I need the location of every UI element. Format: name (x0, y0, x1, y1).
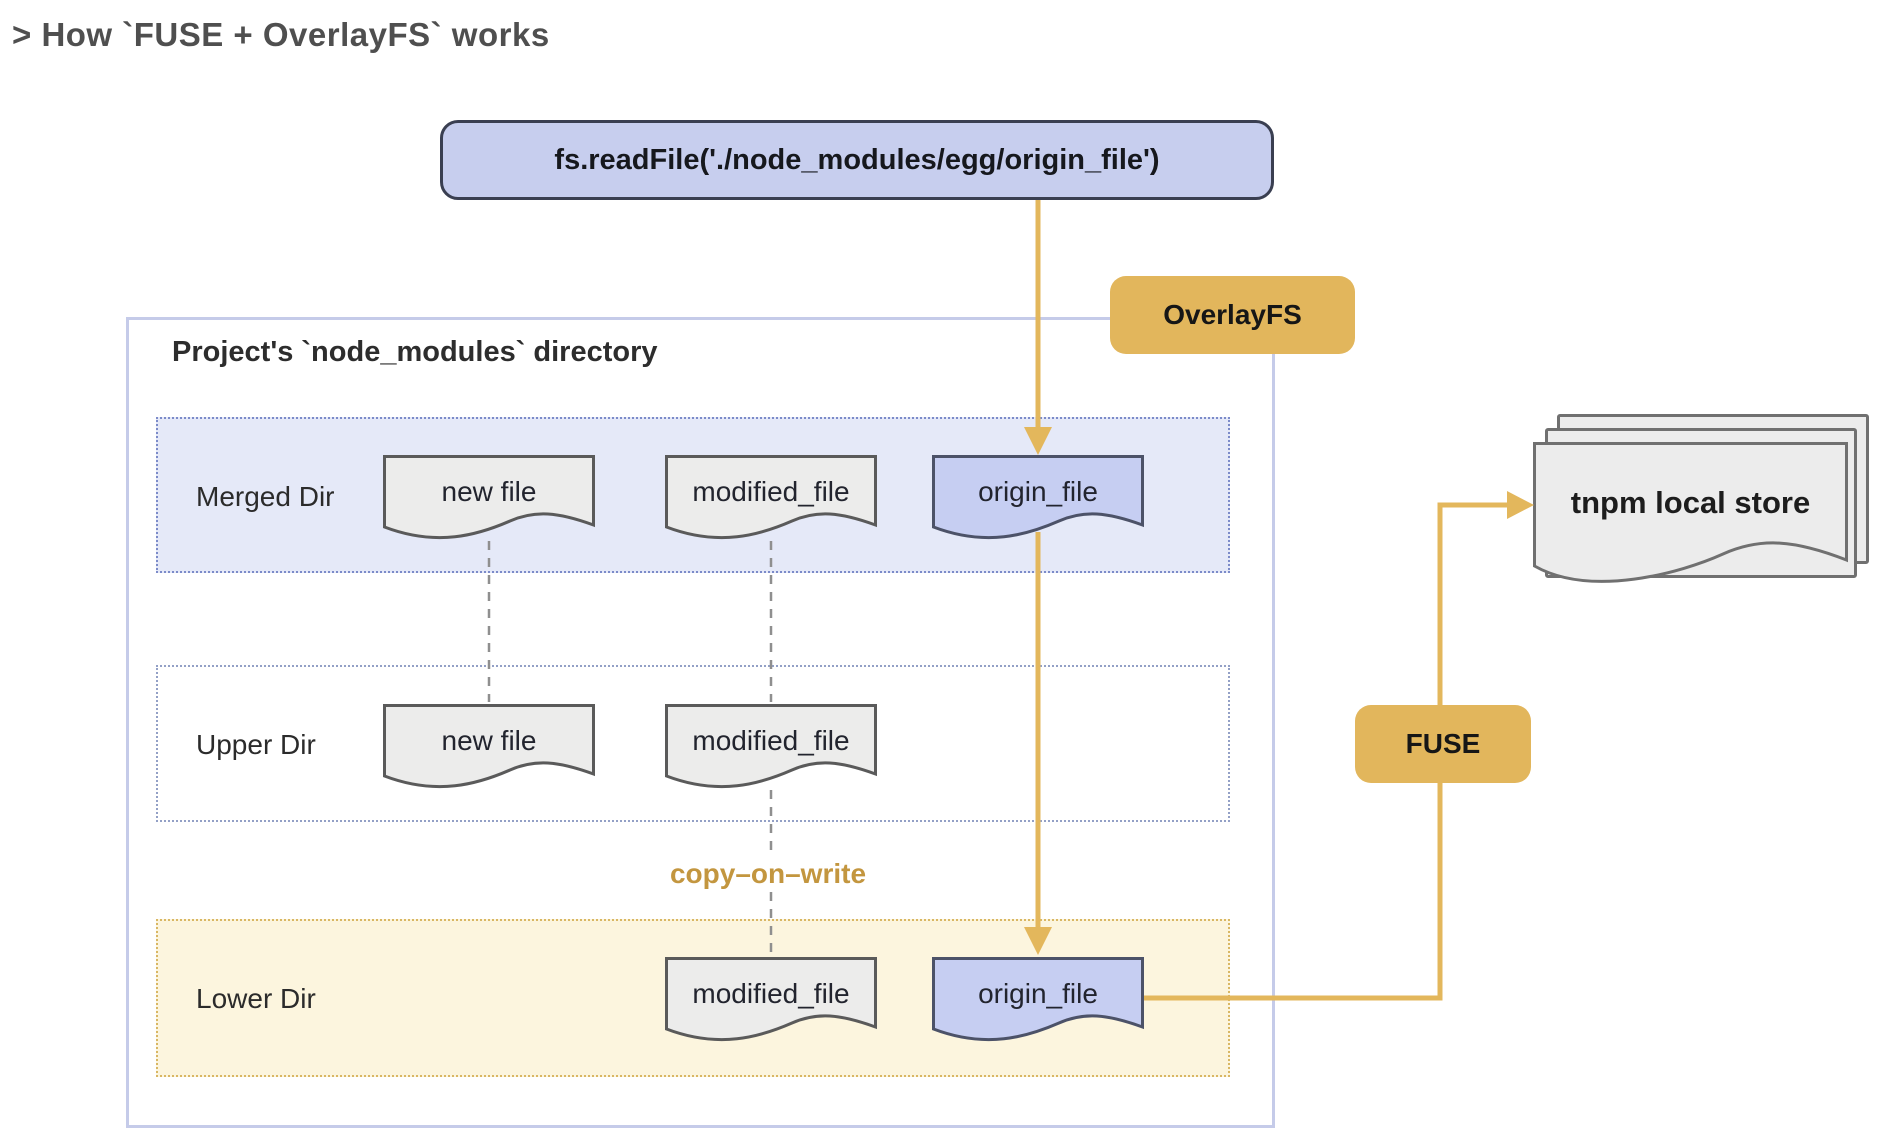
file-name: modified_file (692, 978, 850, 1009)
file-name: origin_file (978, 476, 1098, 507)
lower-origin-file: origin_file (932, 957, 1144, 1051)
tnpm-store-label: tnpm local store (1570, 485, 1811, 520)
merged-modified-file: modified_file (665, 455, 877, 549)
upper-modified-file: modified_file (665, 704, 877, 798)
document-icon (665, 957, 877, 1042)
merged-origin-file: origin_file (932, 455, 1144, 549)
store-arrowhead-icon (1507, 491, 1534, 519)
overlayfs-badge: OverlayFS (1110, 276, 1355, 354)
document-icon (665, 704, 877, 789)
lower-dir-label: Lower Dir (196, 983, 316, 1014)
file-name: origin_file (978, 978, 1098, 1009)
readfile-call-label: fs.readFile('./node_modules/egg/origin_f… (554, 143, 1160, 176)
file-name: modified_file (692, 476, 850, 507)
fuse-badge: FUSE (1355, 705, 1531, 783)
lower-modified-file: modified_file (665, 957, 877, 1051)
overlayfs-badge-label: OverlayFS (1163, 299, 1302, 330)
merged-dir-label: Merged Dir (196, 481, 335, 512)
upper-new-file: new file (383, 704, 595, 798)
store-front-page-icon (1533, 442, 1848, 604)
document-icon (932, 455, 1144, 540)
file-name: new file (441, 725, 537, 756)
document-icon (932, 957, 1144, 1042)
node-modules-container-title: Project's `node_modules` directory (172, 336, 658, 368)
document-icon (383, 704, 595, 789)
upper-dir-label: Upper Dir (196, 729, 316, 760)
merged-new-file: new file (383, 455, 595, 549)
document-icon (383, 455, 595, 540)
file-name: modified_file (692, 725, 850, 756)
file-name: new file (441, 476, 537, 507)
document-icon (665, 455, 877, 540)
page-title: > How `FUSE + OverlayFS` works (12, 16, 550, 53)
fuse-badge-label: FUSE (1405, 728, 1481, 759)
copy-on-write-label: copy–on–write (659, 856, 877, 892)
readfile-call-box: fs.readFile('./node_modules/egg/origin_f… (440, 120, 1274, 200)
